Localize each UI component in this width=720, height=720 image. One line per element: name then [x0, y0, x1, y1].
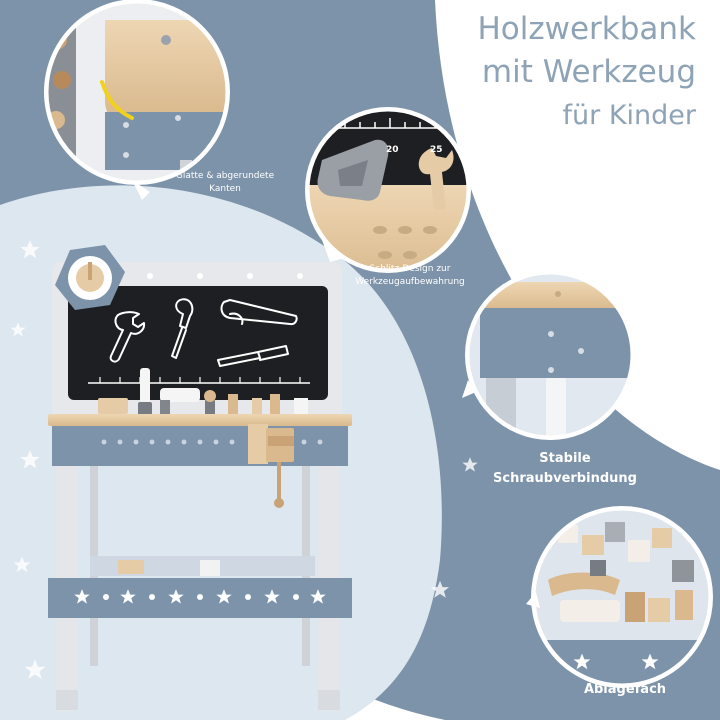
ruler-label-25: 25	[430, 145, 443, 155]
wrench-icon	[109, 311, 146, 363]
product-title: Holzwerkbank mit Werkzeug für Kinder	[477, 8, 696, 137]
hammer-icon	[217, 345, 289, 367]
chalkboard	[68, 286, 328, 400]
title-line-3: für Kinder	[562, 100, 696, 131]
toy-clock	[55, 245, 125, 310]
title-line-2: mit Werkzeug	[481, 54, 696, 90]
storage-toy-pieces	[548, 522, 694, 622]
workbench	[48, 245, 352, 711]
shelf-stars	[74, 589, 326, 604]
screwdriver-icon	[171, 298, 194, 359]
pliers-icon	[220, 299, 298, 326]
feature-caption-storage: Ablagefach	[583, 682, 667, 697]
detail-circle-rounded-edges	[44, 0, 230, 200]
feature-caption-screw-connection: Stabile Schraubverbindung	[493, 451, 637, 486]
feature-caption-slot-design: Schlitz-Design zur Werkzeugaufbewahrung	[355, 264, 465, 287]
chalk-tool-drawings	[109, 298, 298, 367]
toy-vise	[248, 424, 294, 508]
feature-caption-rounded-edges: Glatte & abgerundete Kanten	[175, 171, 275, 194]
toy-pieces	[98, 368, 308, 416]
menu-icon[interactable]	[662, 150, 694, 168]
ruler-label-20: 20	[386, 145, 399, 155]
title-line-1: Holzwerkbank	[477, 11, 696, 47]
detail-circle-screw-connection	[462, 270, 635, 440]
